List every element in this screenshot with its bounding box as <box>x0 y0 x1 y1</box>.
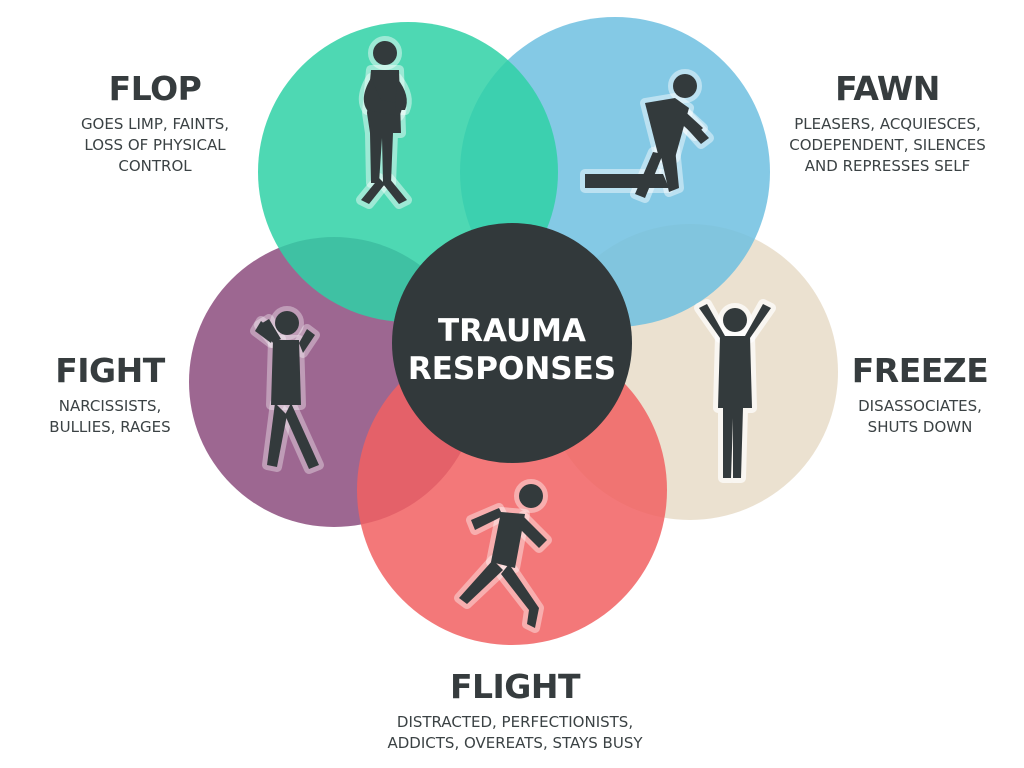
fawn-desc-line: PLEASERS, ACQUIESCES, <box>794 115 981 133</box>
flight-desc-line: DISTRACTED, PERFECTIONISTS, <box>396 713 634 731</box>
flop-label: FLOP GOES LIMP, FAINTS, LOSS OF PHYSICAL… <box>50 70 260 177</box>
fight-label: FIGHT NARCISSISTS, BULLIES, RAGES <box>20 352 200 438</box>
flop-description: GOES LIMP, FAINTS, LOSS OF PHYSICAL CONT… <box>50 114 260 177</box>
fawn-title: FAWN <box>835 69 940 108</box>
flop-desc-line: CONTROL <box>118 157 192 175</box>
freeze-desc-line: DISASSOCIATES, <box>858 397 982 415</box>
flight-description: DISTRACTED, PERFECTIONISTS, ADDICTS, OVE… <box>330 712 700 754</box>
flop-title: FLOP <box>108 69 202 108</box>
fawn-description: PLEASERS, ACQUIESCES, CODEPENDENT, SILEN… <box>770 114 1005 177</box>
fight-desc-line: BULLIES, RAGES <box>49 418 171 436</box>
fight-title: FIGHT <box>55 351 165 390</box>
freeze-title: FREEZE <box>851 351 989 390</box>
fight-desc-line: NARCISSISTS, <box>58 397 162 415</box>
flop-desc-line: LOSS OF PHYSICAL <box>84 136 226 154</box>
flight-desc-line: ADDICTS, OVEREATS, STAYS BUSY <box>387 734 643 752</box>
center-circle <box>392 223 632 463</box>
freeze-label: FREEZE DISASSOCIATES, SHUTS DOWN <box>835 352 1005 438</box>
fawn-label: FAWN PLEASERS, ACQUIESCES, CODEPENDENT, … <box>770 70 1005 177</box>
flop-desc-line: GOES LIMP, FAINTS, <box>80 115 230 133</box>
flight-label: FLIGHT DISTRACTED, PERFECTIONISTS, ADDIC… <box>330 668 700 754</box>
center-title-line1: TRAUMA <box>438 313 586 349</box>
fight-description: NARCISSISTS, BULLIES, RAGES <box>20 396 200 438</box>
freeze-description: DISASSOCIATES, SHUTS DOWN <box>835 396 1005 438</box>
flight-title: FLIGHT <box>449 667 581 706</box>
fawn-desc-line: CODEPENDENT, SILENCES <box>789 136 986 154</box>
freeze-desc-line: SHUTS DOWN <box>867 418 973 436</box>
fawn-desc-line: AND REPRESSES SELF <box>804 157 971 175</box>
center-title-line2: RESPONSES <box>408 351 616 387</box>
